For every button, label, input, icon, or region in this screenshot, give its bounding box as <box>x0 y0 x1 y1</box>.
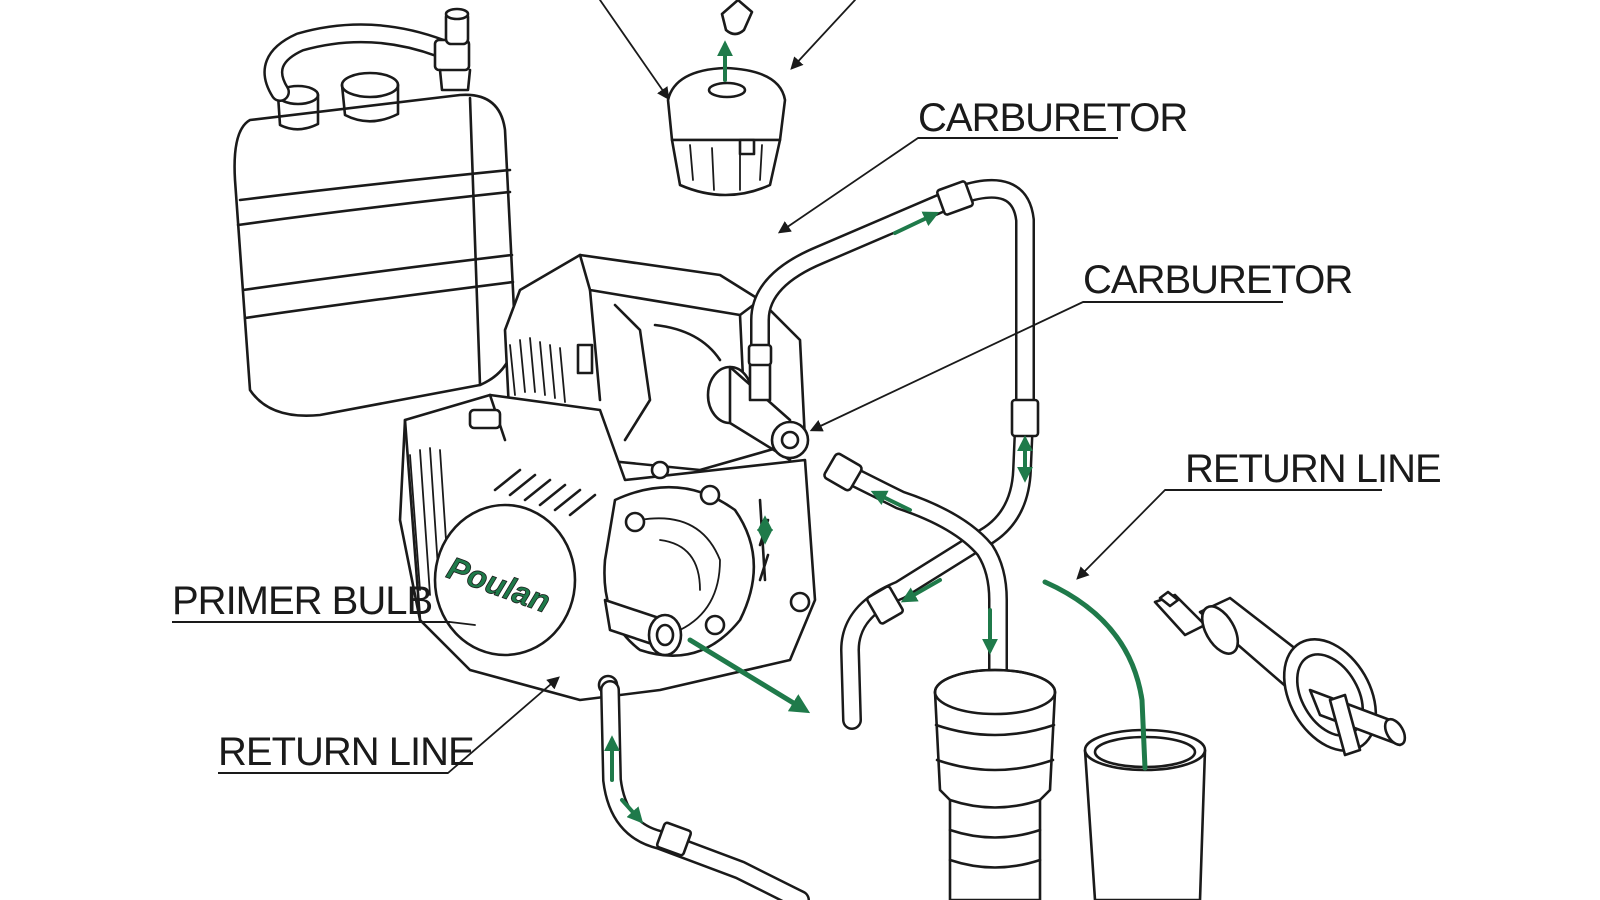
label-carburetor-top: CARBURETOR <box>918 96 1188 140</box>
fuel-line-lower <box>600 680 810 900</box>
inline-fuel-filter <box>1153 590 1407 757</box>
label-return-line-left: RETURN LINE <box>218 730 475 774</box>
fuel-tank <box>233 7 517 417</box>
label-carburetor-middle: CARBURETOR <box>1083 258 1353 303</box>
label-primer-bulb-text: PRIMER BULB <box>172 579 432 623</box>
engine: Poulan <box>398 253 817 702</box>
leader-lines <box>447 0 1166 774</box>
fuel-flow-arrows <box>604 40 1148 824</box>
fuel-filter-canister <box>933 668 1057 900</box>
fuel-filter-top <box>666 0 787 197</box>
label-carburetor-middle-text: CARBURETOR <box>1083 258 1352 302</box>
label-return-line-left-text: RETURN LINE <box>218 730 474 774</box>
fuel-line-upper <box>747 178 1040 730</box>
label-return-line-right-text: RETURN LINE <box>1185 447 1441 491</box>
label-return-line-right: RETURN LINE <box>1165 447 1442 491</box>
label-carburetor-top-text: CARBURETOR <box>918 96 1187 140</box>
fuel-line-middle <box>823 452 1008 700</box>
label-primer-bulb: PRIMER BULB <box>172 579 450 623</box>
